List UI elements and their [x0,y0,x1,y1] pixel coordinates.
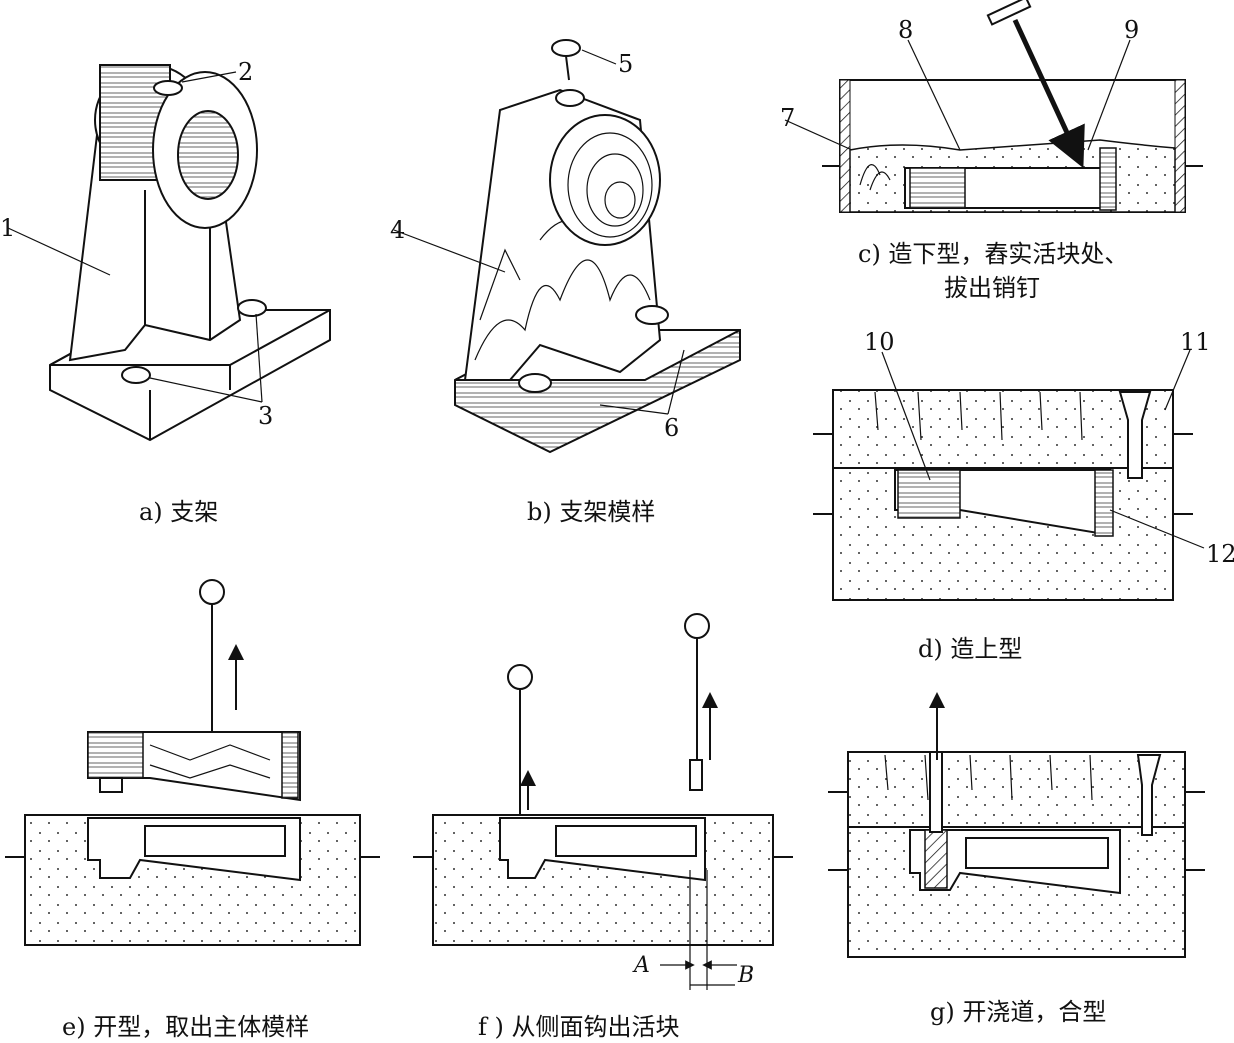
label-10: 10 [864,328,895,356]
panel-g-sprue-close: g) 开浇道，合型 [828,692,1205,1026]
panel-c-drag-mould: 7 8 9 c) 造下型，舂实活块处、 拔出销钉 [780,0,1203,302]
label-3: 3 [258,402,273,430]
label-9: 9 [1124,16,1139,44]
caption-e: e) 开型，取出主体模样 [62,1013,309,1041]
caption-a: a) 支架 [139,498,218,526]
label-1: 1 [0,214,15,242]
label-4: 4 [390,216,405,244]
label-5: 5 [618,50,633,78]
panel-e-remove-pattern: e) 开型，取出主体模样 [5,579,380,1041]
caption-f: f ) 从侧面钩出活块 [478,1013,680,1041]
label-12: 12 [1206,540,1234,568]
label-2: 2 [238,58,253,86]
caption-c-line1: c) 造下型，舂实活块处、 [858,240,1128,268]
caption-b: b) 支架模样 [527,498,655,526]
caption-c-line2: 拔出销钉 [944,274,1040,302]
dim-label-b: B [737,963,754,988]
caption-g: g) 开浇道，合型 [930,998,1106,1026]
panel-b-pattern: 4 5 6 b) 支架模样 [390,39,741,526]
label-7: 7 [780,104,795,132]
label-11: 11 [1180,328,1211,356]
panel-f-hook-loose-piece: A B f ) 从侧面钩出活块 [413,613,793,1041]
label-6: 6 [664,414,679,442]
dim-label-a: A [632,953,650,978]
panel-d-cope-mould: 10 11 12 d) 造上型 [813,328,1234,663]
panel-a-bracket: 1 2 3 a) 支架 [0,58,331,526]
label-8: 8 [898,16,913,44]
caption-d: d) 造上型 [918,635,1022,663]
